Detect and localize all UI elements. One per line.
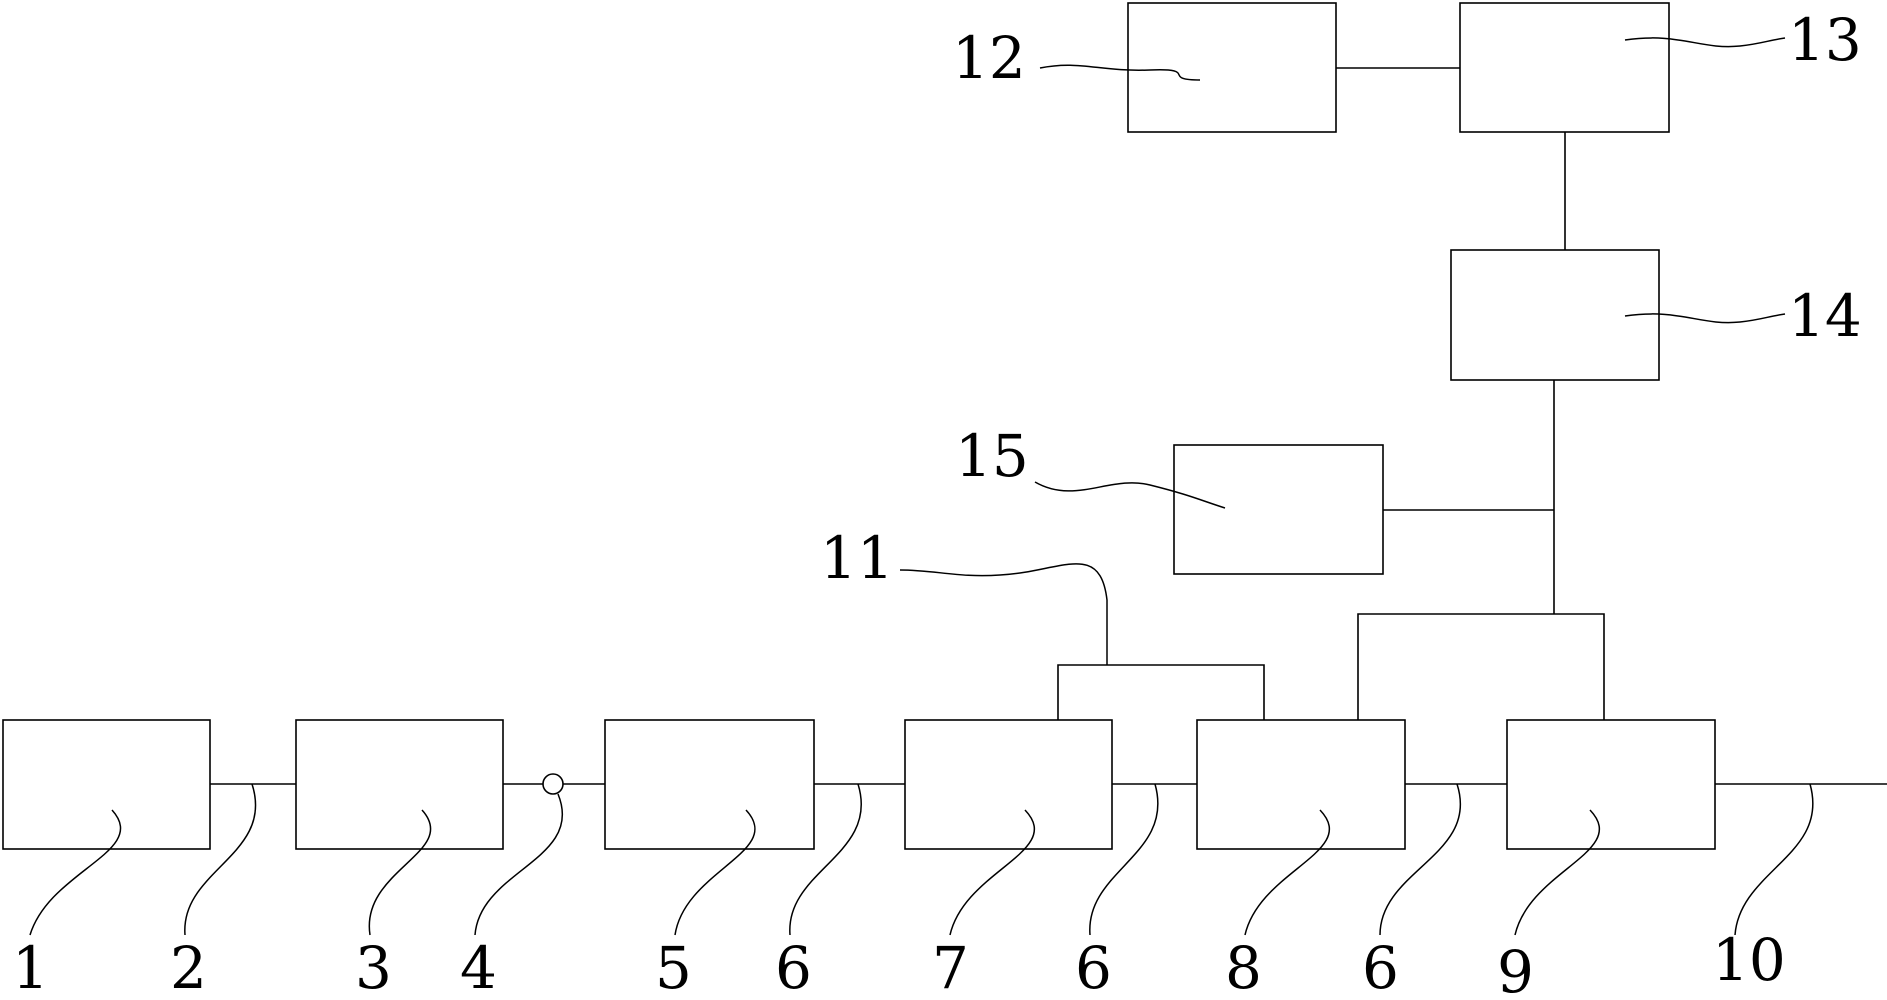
numeral-5: 5 <box>655 934 692 1000</box>
leader-8 <box>1244 809 1330 936</box>
numeral-11: 11 <box>820 524 894 592</box>
numeral-12: 12 <box>952 24 1026 92</box>
leader-13 <box>1624 37 1786 48</box>
numeral-8: 8 <box>1225 934 1262 1000</box>
leader-9 <box>1514 809 1600 936</box>
numeral-14: 14 <box>1788 282 1862 350</box>
reference-numerals: 1 2 3 4 5 6 7 6 8 6 9 10 11 12 13 14 15 <box>12 6 1862 1000</box>
numeral-2: 2 <box>170 934 207 1000</box>
blocks <box>2 2 1716 850</box>
block-5 <box>604 719 815 850</box>
numeral-15: 15 <box>955 422 1029 490</box>
leader-11 <box>899 563 1108 665</box>
block-3 <box>295 719 504 850</box>
numeral-6-first: 6 <box>775 934 812 1000</box>
numeral-6-second: 6 <box>1075 934 1112 1000</box>
leader-lines <box>29 37 1814 936</box>
leader-14 <box>1624 313 1786 324</box>
leader-5 <box>674 809 756 936</box>
bridge-11-between-block-7-and-block-8 <box>1057 664 1265 720</box>
numeral-1: 1 <box>12 934 49 1000</box>
leader-1 <box>29 809 122 936</box>
junction-4 <box>542 773 564 795</box>
numeral-3: 3 <box>355 934 392 1000</box>
numeral-4: 4 <box>460 934 497 1000</box>
block-7 <box>904 719 1113 850</box>
block-15 <box>1173 444 1384 575</box>
leader-2 <box>184 783 257 936</box>
numeral-9: 9 <box>1497 938 1534 1000</box>
block-12 <box>1127 2 1337 133</box>
connection-lines <box>210 67 1887 785</box>
leader-4 <box>474 793 564 936</box>
block-8 <box>1196 719 1406 850</box>
leader-3 <box>368 809 432 936</box>
numeral-6-third: 6 <box>1362 934 1399 1000</box>
block-9 <box>1506 719 1716 850</box>
leader-6c <box>1379 783 1462 936</box>
bridge-between-block-8-and-block-9 <box>1357 613 1605 720</box>
leader-6a <box>789 783 862 936</box>
numeral-13: 13 <box>1788 6 1862 74</box>
leader-15 <box>1034 481 1226 509</box>
leader-6b <box>1089 783 1159 936</box>
leader-10 <box>1734 783 1814 936</box>
leader-7 <box>949 809 1035 936</box>
numeral-7: 7 <box>932 934 969 1000</box>
block-14 <box>1450 249 1660 381</box>
block-1 <box>2 719 211 850</box>
block-13 <box>1459 2 1670 133</box>
numeral-10: 10 <box>1712 926 1786 994</box>
leader-12 <box>1039 64 1201 81</box>
